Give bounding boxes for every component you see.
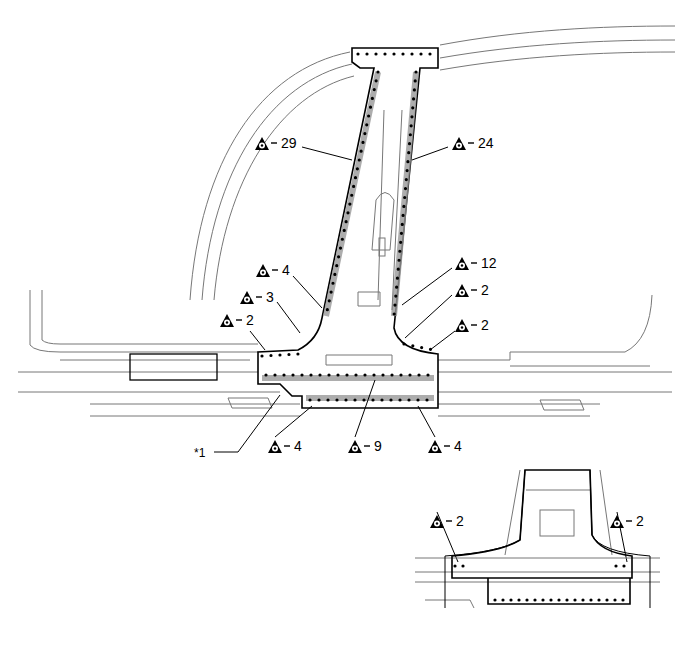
callout-number: 9 bbox=[374, 438, 382, 454]
callout-number: 2 bbox=[481, 282, 489, 298]
callout-number: 29 bbox=[281, 135, 297, 151]
callout-number: 2 bbox=[481, 317, 489, 333]
callout-number: 4 bbox=[294, 438, 302, 454]
callout-number: 2 bbox=[456, 513, 464, 529]
callout-number: 2 bbox=[246, 312, 254, 328]
callout-number: 12 bbox=[481, 255, 497, 271]
callout-number: 3 bbox=[266, 289, 274, 305]
callout-number: 2 bbox=[636, 513, 644, 529]
callout-number: 24 bbox=[478, 135, 494, 151]
callout-number: 4 bbox=[454, 438, 462, 454]
callout-number: 4 bbox=[282, 262, 290, 278]
part-reference: *1 bbox=[194, 445, 205, 461]
